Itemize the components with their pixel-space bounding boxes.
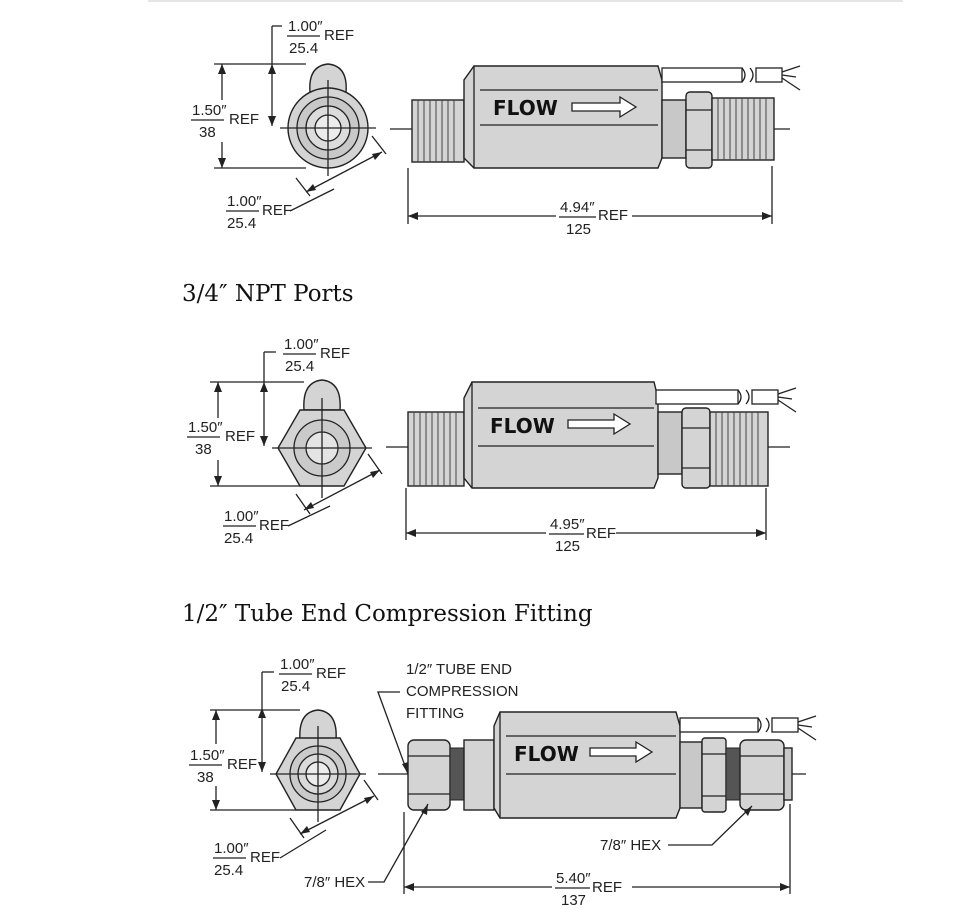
height-dim-1-mm: 38 [199,124,216,141]
fitting-callout-line-3: FITTING [406,705,464,722]
length-dim-1: 4.94″ 125 REF [407,166,773,238]
diag-dim-1-in: 1.00″ [227,193,262,210]
diag-dim-3-mm: 25.4 [214,862,243,879]
height-dim-2-mm: 38 [195,441,212,458]
height-dim-1: 1.50″ 38 REF [191,63,306,169]
hex-callout-left: 7/8″ HEX [304,803,429,891]
length-dim-3: 5.40″ 137 REF [403,804,791,909]
diag-dim-1-ref: REF [262,202,292,219]
height-dim-1-in: 1.50″ [192,102,227,119]
height-dim-3-in: 1.50″ [190,747,225,764]
height-dim-3-mm: 38 [197,769,214,786]
length-dim-2-mm: 125 [555,538,580,555]
diag-dim-1-mm: 25.4 [227,215,256,232]
diag-dim-2-mm: 25.4 [224,530,253,547]
length-dim-3-mm: 137 [561,892,586,909]
hex-callout-right: 7/8″ HEX [600,805,753,854]
top-dim-2-ref: REF [320,345,350,362]
diag-dim-1: 1.00″ 25.4 REF [226,135,387,232]
top-dim-2-mm: 25.4 [285,358,314,375]
length-dim-2-ref: REF [586,525,616,542]
top-dim-3-mm: 25.4 [281,678,310,695]
heading-tube-end: 1/2″ Tube End Compression Fitting [182,601,593,627]
fitting-callout-line-2: COMPRESSION [406,683,519,700]
flow-label-2: FLOW [490,414,555,438]
length-dim-1-ref: REF [598,207,628,224]
view-2: 1.00″ 25.4 REF 1.50″ 38 REF 1.00″ [187,336,797,555]
top-dim-3-ref: REF [316,665,346,682]
length-dim-2-in: 4.95″ [550,516,585,533]
top-dim-2: 1.00″ 25.4 REF [260,336,350,446]
length-dim-1-in: 4.94″ [560,199,595,216]
length-dim-3-in: 5.40″ [556,870,591,887]
side-view-3: FLOW [378,711,817,819]
view-1: 1.00″ 25.4 REF 1.50″ 38 REF 1.00″ [191,18,801,238]
heading-npt-ports: 3/4″ NPT Ports [182,281,354,307]
hex-callout-left-label: 7/8″ HEX [304,874,365,891]
side-view-1: FLOW [390,65,801,169]
end-view-3 [270,709,366,822]
top-dim-1-in: 1.00″ [288,18,323,35]
diag-dim-2: 1.00″ 25.4 REF [223,453,383,547]
length-dim-1-mm: 125 [566,221,591,238]
length-dim-3-ref: REF [592,879,622,896]
hex-callout-right-label: 7/8″ HEX [600,837,661,854]
top-rule [148,0,903,2]
end-view-2 [272,379,372,498]
fitting-callout-line-1: 1/2″ TUBE END [406,661,512,678]
diag-dim-3: 1.00″ 25.4 REF [213,779,379,879]
diag-dim-3-in: 1.00″ [214,840,249,857]
end-view-1 [280,63,376,176]
length-dim-2: 4.95″ 125 REF [405,488,767,555]
height-dim-1-ref: REF [229,111,259,128]
top-dim-2-in: 1.00″ [284,336,319,353]
top-dim-1: 1.00″ 25.4 REF [268,18,354,126]
view-3: 1.00″ 25.4 REF 1.50″ 38 REF 1.00″ [189,656,817,909]
side-view-2: FLOW [386,381,797,489]
flow-label-1: FLOW [493,96,558,120]
height-dim-3-ref: REF [227,756,257,773]
top-dim-3: 1.00″ 25.4 REF [258,656,346,772]
fitting-callout: 1/2″ TUBE END COMPRESSION FITTING [377,661,519,775]
diag-dim-3-ref: REF [250,849,280,866]
height-dim-2: 1.50″ 38 REF [187,381,304,487]
flow-label-3: FLOW [514,742,579,766]
height-dim-2-in: 1.50″ [188,419,223,436]
diag-dim-2-ref: REF [259,517,289,534]
top-dim-3-in: 1.00″ [280,656,315,673]
height-dim-3: 1.50″ 38 REF [189,709,300,811]
top-dim-1-mm: 25.4 [289,40,318,57]
height-dim-2-ref: REF [225,428,255,445]
top-dim-1-ref: REF [324,27,354,44]
diag-dim-2-in: 1.00″ [224,508,259,525]
